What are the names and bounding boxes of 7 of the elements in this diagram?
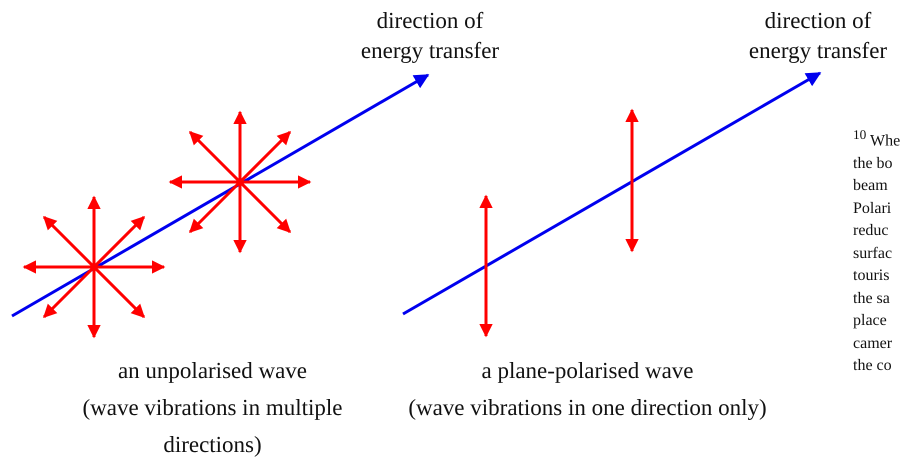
caption: (wave vibrations in one direction only) — [407, 394, 768, 422]
caption: (wave vibrations in multiple directions) — [82, 394, 344, 457]
caption: a plane-polarised wave — [480, 357, 694, 385]
axis-label: direction of energy transfer — [360, 7, 500, 65]
caption: an unpolarised wave — [116, 357, 308, 385]
axis-label: direction of energy transfer — [748, 7, 888, 65]
footnote-text: $^{10}$ Whe the bo beam Polari reduc surfac touris the sa place camer the co — [853, 126, 902, 376]
